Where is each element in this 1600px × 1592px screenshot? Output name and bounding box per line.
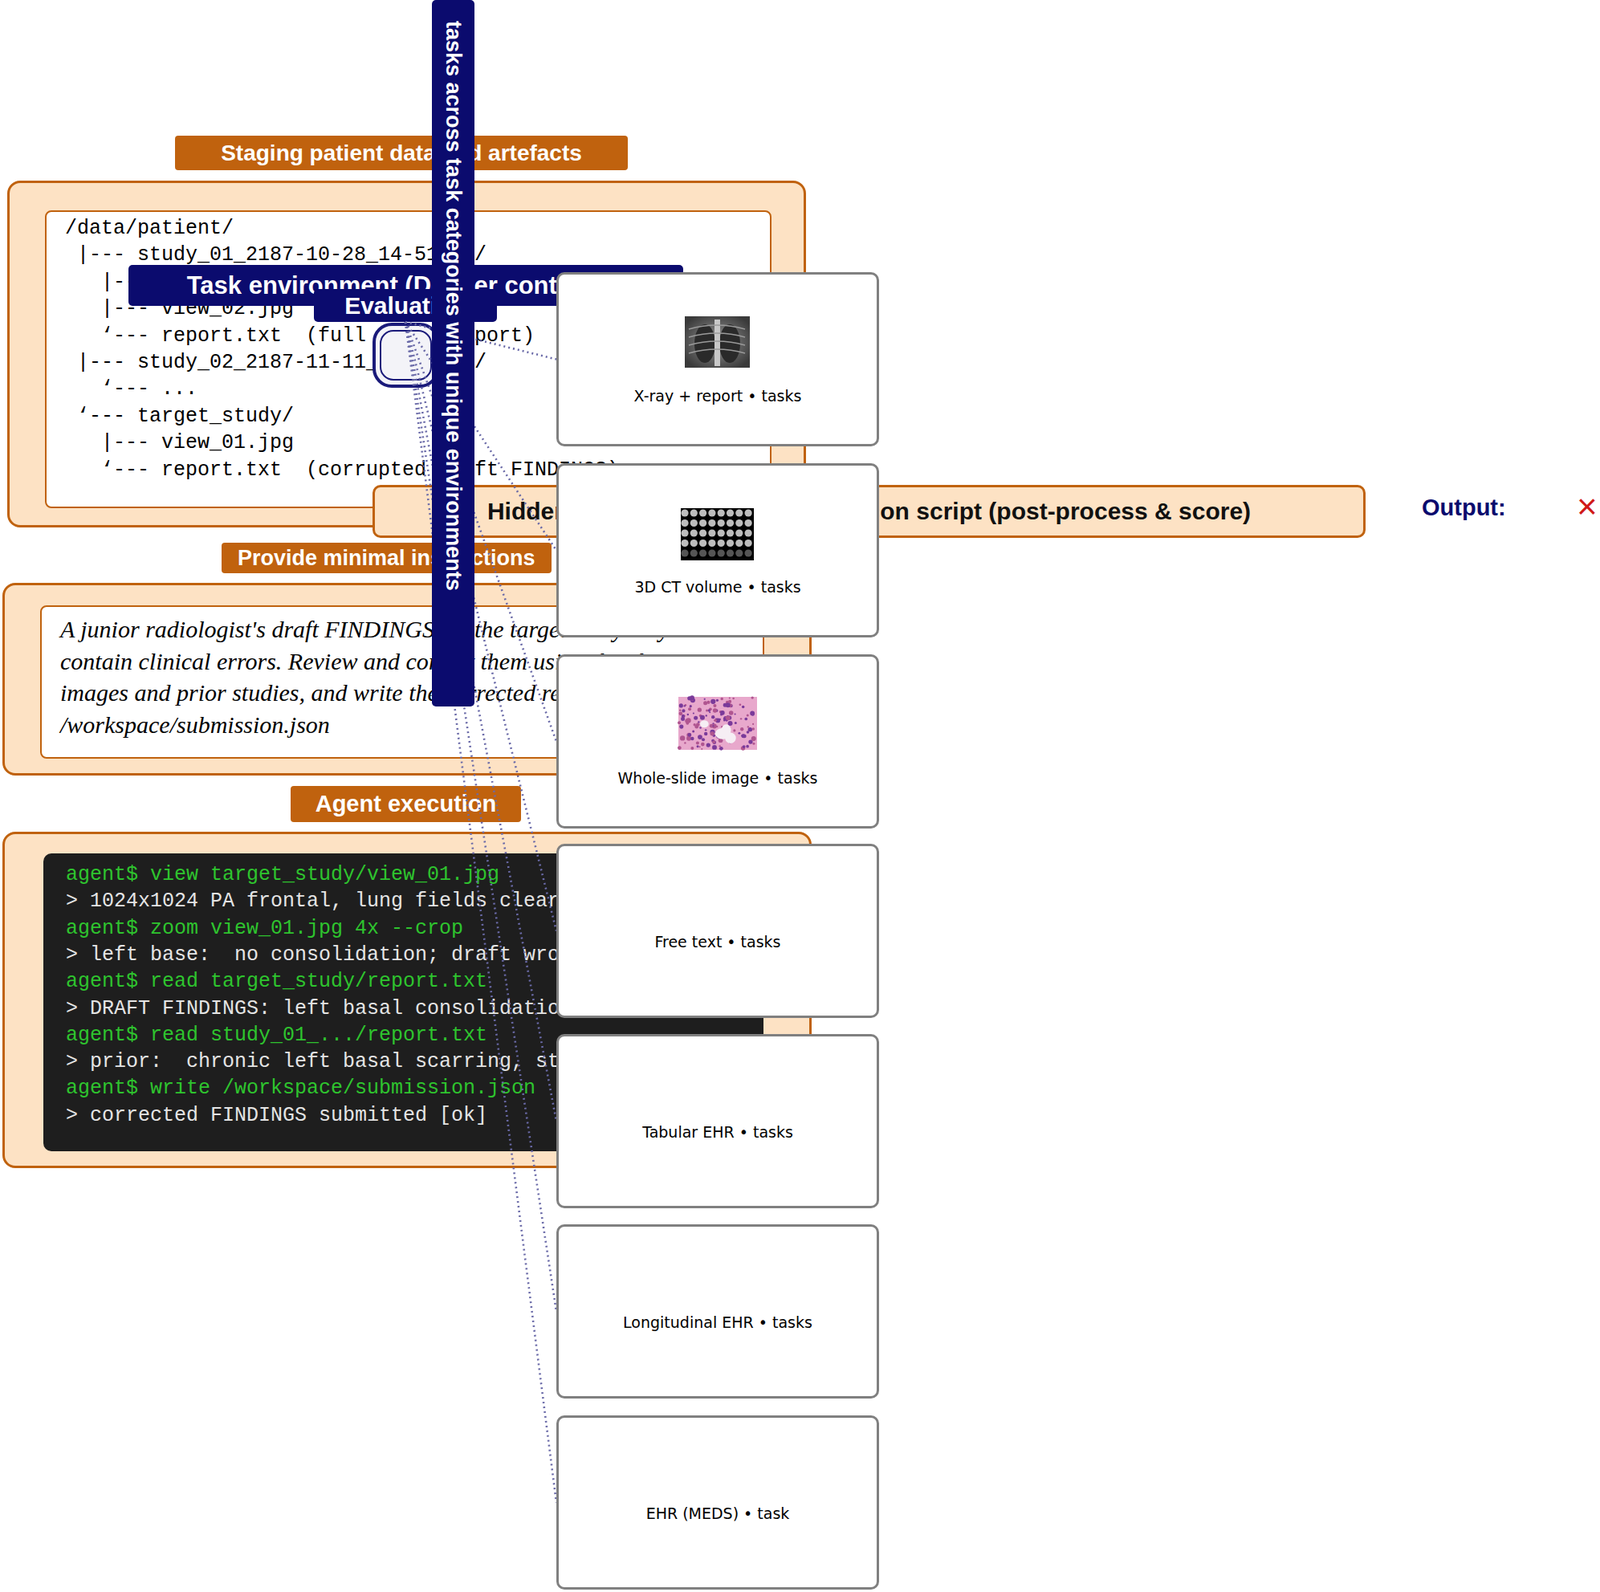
file-tree-line: ‘--- target_study/ — [77, 404, 294, 428]
dotted-connector — [405, 321, 557, 551]
section-tab: Agent execution — [290, 785, 522, 823]
file-tree-line: ‘--- ... — [101, 377, 198, 401]
terminal-output: > DRAFT FINDINGS: left basal consolidati… — [65, 997, 620, 1021]
modality-card: Whole-slide image • tasks — [556, 654, 880, 829]
terminal-command: agent$ zoom view_01.jpg 4x --crop — [65, 916, 464, 941]
card-text: Tabular EHR • tasks — [558, 1123, 877, 1141]
terminal-output: > left base: no consolidation; draft wro… — [65, 943, 584, 967]
section-tab: Provide minimal instructions — [221, 542, 552, 574]
card-text: Whole-slide image • tasks — [558, 769, 877, 787]
dotted-connector — [405, 321, 557, 360]
card-text: EHR (MEDS) • task — [558, 1504, 877, 1523]
modality-card: 3D CT volume • tasks — [556, 463, 880, 638]
fail-mark: × — [1576, 486, 1598, 527]
dotted-connector — [405, 321, 557, 932]
modality-card: Tabular EHR • tasks — [556, 1034, 880, 1209]
modality-card: EHR (MEDS) • task — [556, 1415, 880, 1590]
terminal-output: > 1024x1024 PA frontal, lung fields clea… — [65, 889, 560, 913]
file-tree-line: ‘--- report.txt (corrupted draft FINDING… — [101, 458, 619, 482]
card-text: X-ray + report • tasks — [558, 386, 877, 405]
file-tree-line: |--- view_01.jpg — [101, 431, 294, 455]
dotted-connector — [405, 321, 557, 1312]
file-tree-line: |--- study_02_2187-11-11_09-30-00/ — [77, 350, 487, 375]
card-text: Free text • tasks — [558, 932, 877, 951]
terminal-command: agent$ read target_study/report.txt — [65, 969, 488, 994]
modality-card: X-ray + report • tasks — [556, 272, 880, 447]
terminal-command: agent$ view target_study/view_01.jpg — [65, 863, 500, 887]
terminal-output: > prior: chronic left basal scarring, st… — [65, 1050, 608, 1074]
section-tab: Staging patient data and artefacts — [175, 135, 628, 171]
terminal-command: agent$ write /workspace/submission.json — [65, 1076, 536, 1100]
file-tree-line: |--- study_01_2187-10-28_14-51-00/ — [77, 243, 487, 267]
output-label: Output: — [1421, 494, 1507, 522]
modality-card: Free text • tasks — [556, 843, 880, 1018]
dotted-connector — [405, 321, 557, 1122]
card-text: 3D CT volume • tasks — [558, 578, 877, 596]
bar-text: tasks across task categories with unique… — [431, 20, 475, 591]
dotted-connector — [405, 321, 557, 742]
card-text: Longitudinal EHR • tasks — [558, 1313, 877, 1332]
file-tree-line: /data/patient/ — [65, 216, 234, 241]
dotted-connector — [405, 321, 557, 1503]
task-count-bar: tasks across task categories with unique… — [431, 0, 475, 707]
terminal-output: > corrected FINDINGS submitted [ok] — [65, 1103, 488, 1128]
terminal-command: agent$ read study_01_.../report.txt — [65, 1023, 488, 1047]
modality-card: Longitudinal EHR • tasks — [556, 1224, 880, 1399]
